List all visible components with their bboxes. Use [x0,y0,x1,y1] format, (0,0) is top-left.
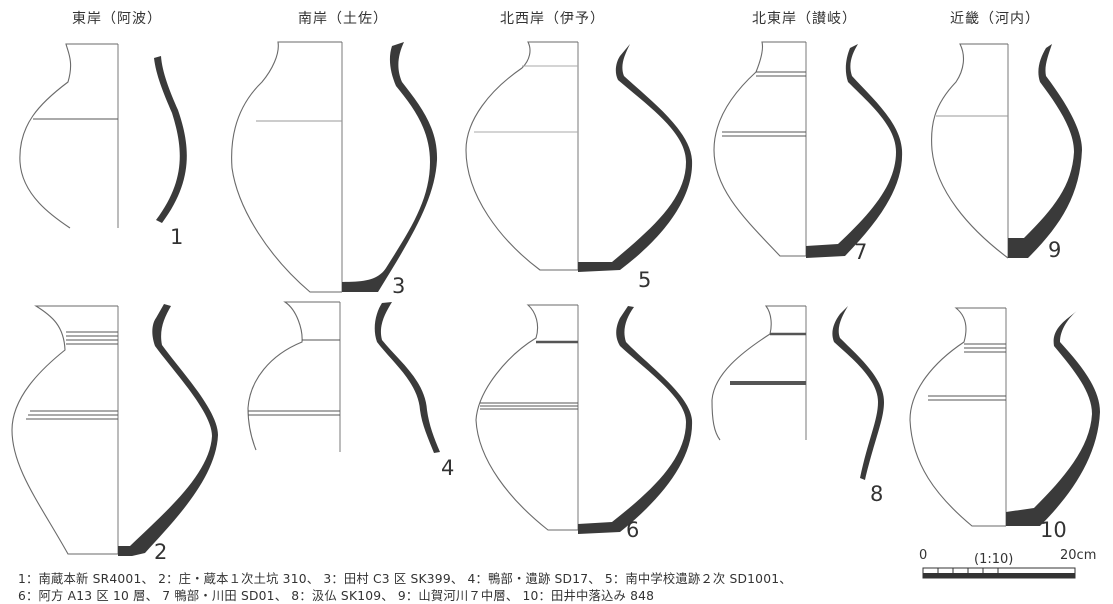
region-heading-iyo: 北西岸（伊予） [500,11,605,27]
pot-number-7: 7 [854,240,868,264]
pot-number-10: 10 [1040,518,1067,542]
caption-line-2: 6：阿方 A13 区 10 層、 7 鴨部・川田 SD01、 8：汲仏 SK10… [18,589,655,603]
pot-3-drawing [231,41,438,293]
scale-bar [922,567,1076,579]
region-heading-sanuki: 北東岸（讃岐） [752,11,857,27]
caption-line-1: 1：南蔵本新 SR4001、 2：庄・蔵本１次土坑 310、 3：田村 C3 区… [18,572,792,586]
pot-1-drawing [19,43,187,229]
scale-end-label: 20cm [1060,548,1097,563]
scale-ratio-label: (1:10) [974,552,1014,567]
pot-number-5: 5 [638,268,652,292]
region-heading-kawachi: 近畿（河内） [950,11,1040,27]
pot-number-9: 9 [1048,238,1062,262]
pot-6-drawing [475,304,693,534]
pot-number-4: 4 [441,456,455,480]
pot-4-drawing [247,301,440,453]
pot-2-drawing [11,304,218,556]
pot-number-2: 2 [154,540,168,564]
pot-8-drawing [711,305,884,480]
pot-5-drawing [465,41,693,272]
region-heading-awa: 東岸（阿波） [72,11,162,27]
pot-number-8: 8 [870,482,884,506]
pot-7-drawing [713,41,903,258]
pot-9-drawing [931,43,1082,259]
region-heading-tosa: 南岸（土佐） [298,11,388,27]
pot-number-3: 3 [392,274,406,298]
scale-start-label: 0 [919,548,928,563]
pot-number-1: 1 [170,225,184,249]
pot-number-6: 6 [626,518,640,542]
pot-10-drawing [909,307,1100,527]
